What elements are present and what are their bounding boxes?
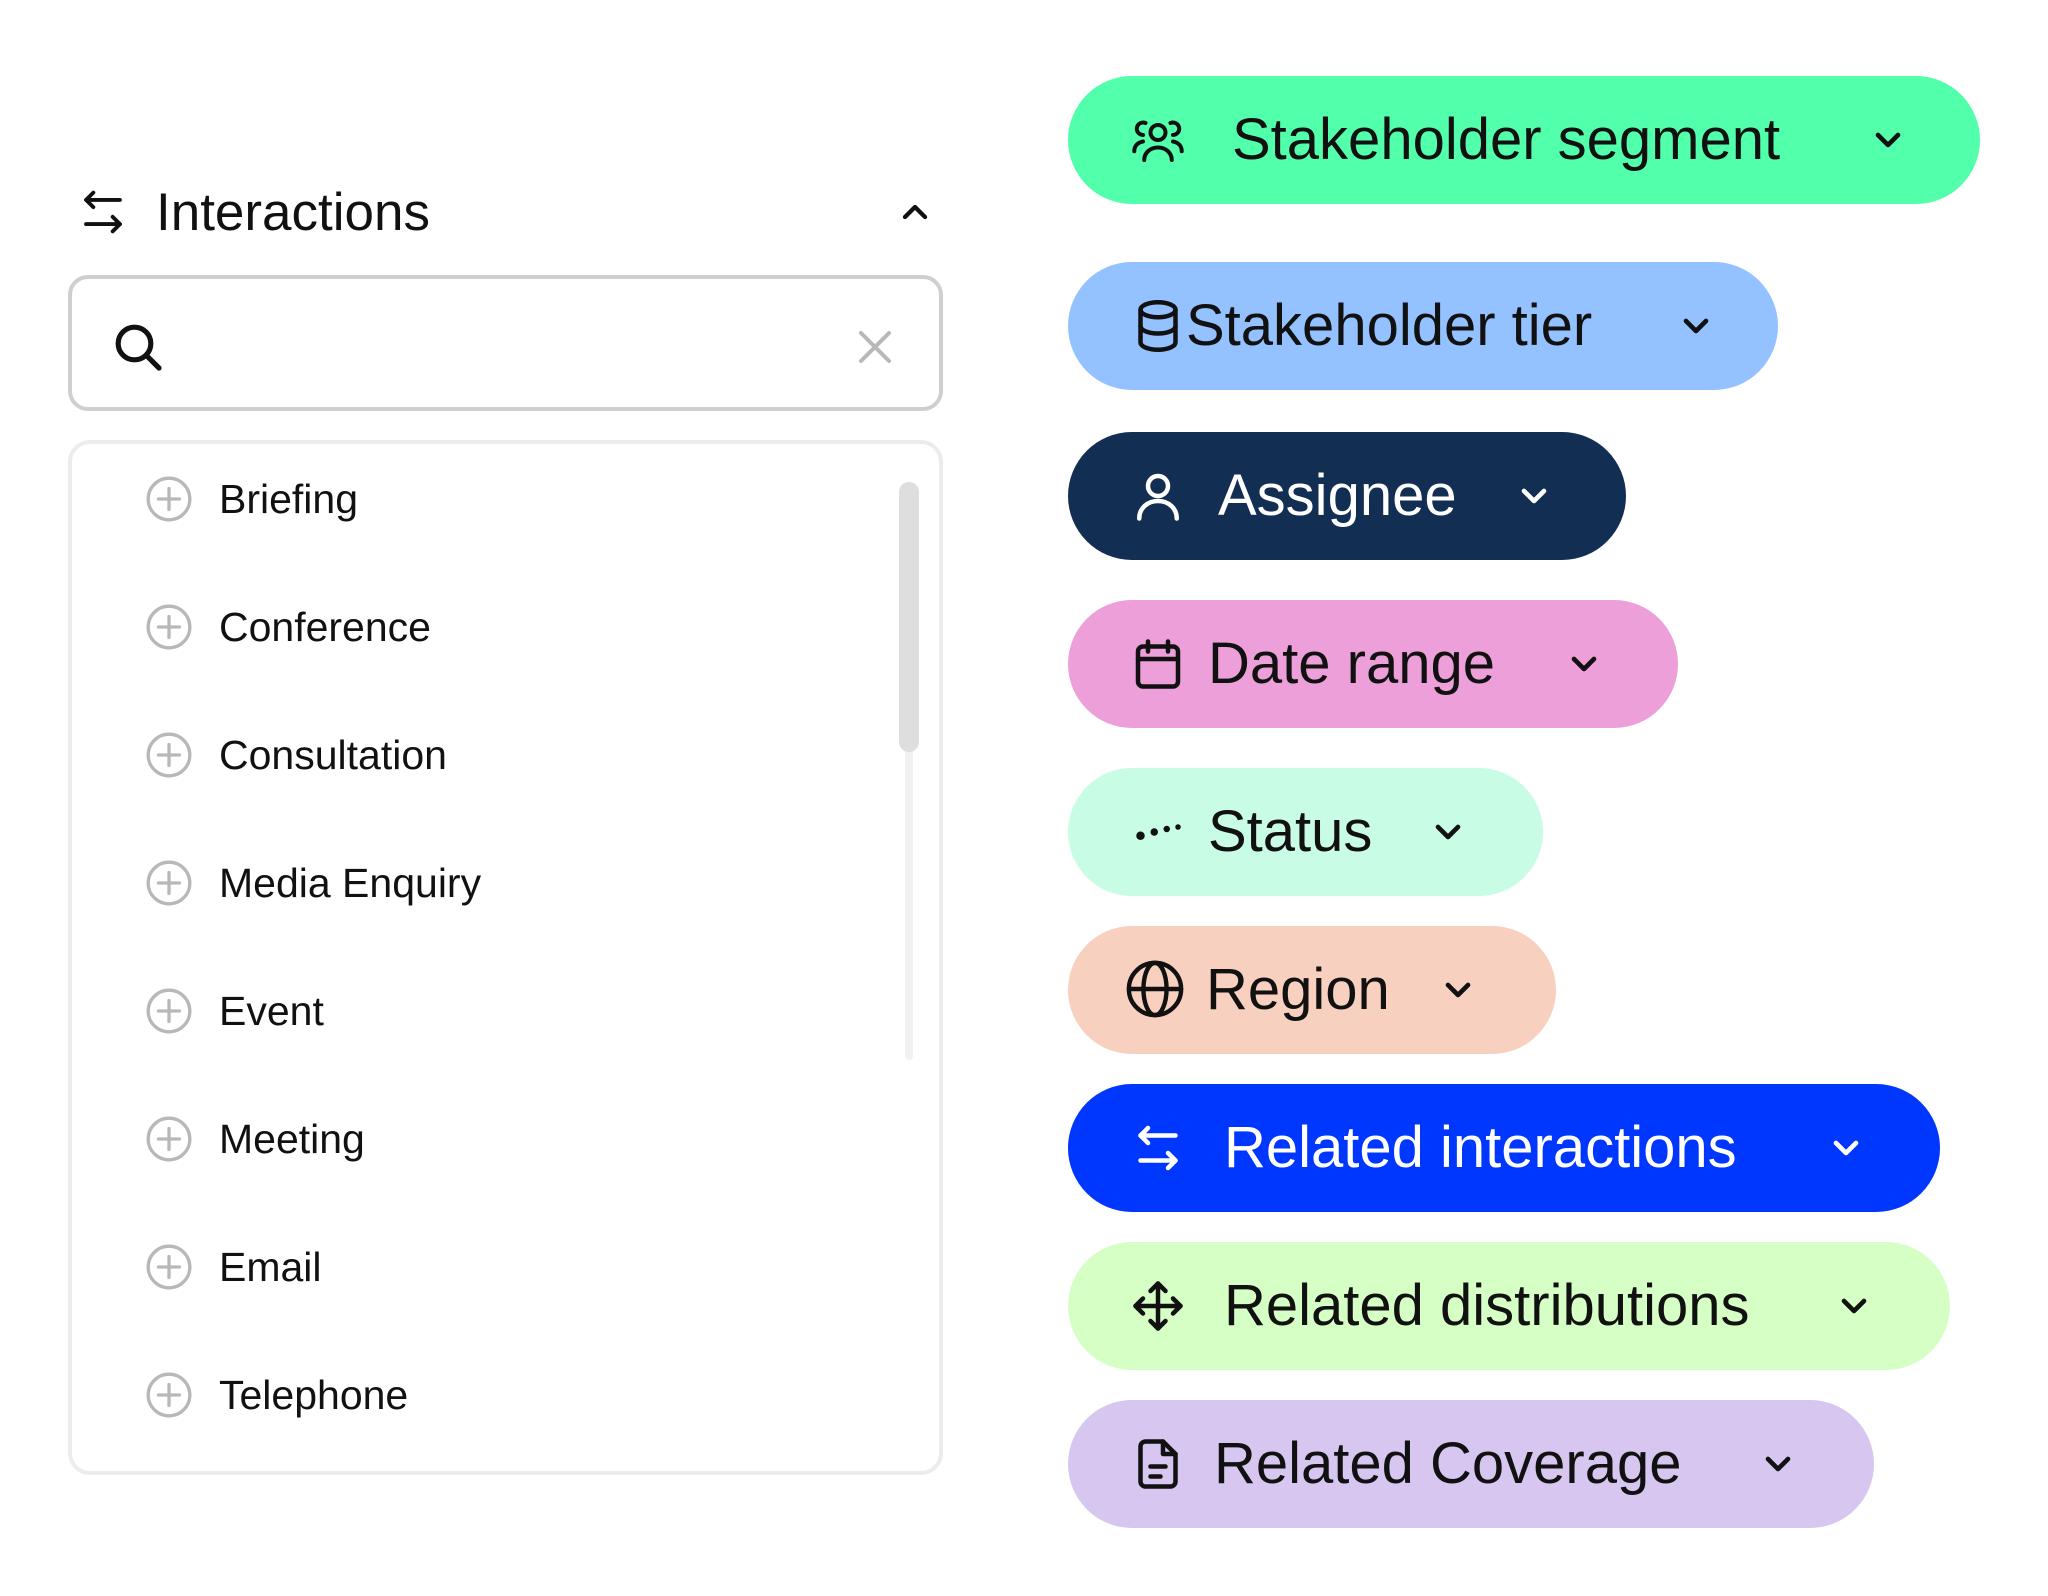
chevron-down-icon: [1683, 318, 1709, 334]
list-item-label: Event: [219, 987, 324, 1034]
list-item-label: Consultation: [219, 731, 447, 778]
plus-circle-icon: [146, 476, 192, 522]
search-icon: [115, 324, 162, 371]
search-input[interactable]: [192, 303, 796, 393]
list-item[interactable]: Consultation: [72, 700, 892, 810]
arrows-exchange-icon: [1138, 1125, 1178, 1171]
list-item-label: Briefing: [219, 475, 359, 522]
plus-circle-icon: [146, 732, 192, 778]
filter-stakeholder-tier[interactable]: Stakeholder tier: [1068, 262, 1778, 390]
list-item[interactable]: Media Enquiry: [72, 828, 892, 938]
chevron-down-icon: [1841, 1298, 1867, 1314]
filter-label: Related Coverage: [1214, 1431, 1682, 1496]
database-icon: [1138, 300, 1178, 352]
list-item-label: Meeting: [219, 1115, 365, 1162]
scrollbar-thumb[interactable]: [899, 482, 919, 752]
filter-label: Stakeholder tier: [1186, 293, 1593, 358]
list-item[interactable]: Conference: [72, 572, 892, 682]
filter-label: Assignee: [1218, 463, 1457, 528]
dots-icon: [1136, 824, 1181, 840]
plus-circle-icon: [146, 860, 192, 906]
filter-label: Related interactions: [1224, 1115, 1737, 1180]
collapse-button[interactable]: [887, 184, 943, 240]
filter-assignee[interactable]: Assignee: [1068, 432, 1626, 560]
filter-region[interactable]: Region: [1068, 926, 1556, 1054]
list-item[interactable]: Briefing: [72, 444, 892, 554]
chevron-down-icon: [1445, 982, 1471, 998]
list-item-label: Media Enquiry: [219, 859, 482, 906]
close-icon[interactable]: [851, 323, 899, 371]
filter-related-distributions[interactable]: Related distributions: [1068, 1242, 1950, 1370]
document-icon: [1138, 1439, 1178, 1489]
chevron-down-icon: [1765, 1456, 1791, 1472]
filter-related-interactions[interactable]: Related interactions: [1068, 1084, 1940, 1212]
plus-circle-icon: [146, 604, 192, 650]
calendar-icon: [1135, 639, 1181, 689]
list-item[interactable]: Email: [72, 1212, 892, 1322]
plus-circle-icon: [146, 1372, 192, 1418]
chevron-down-icon: [1571, 656, 1597, 672]
panel-header[interactable]: Interactions: [68, 172, 943, 252]
scrollbar-track[interactable]: [905, 484, 913, 1060]
filter-date-range[interactable]: Date range: [1068, 600, 1678, 728]
plus-circle-icon: [146, 1116, 192, 1162]
chevron-down-icon: [1833, 1140, 1859, 1156]
filter-label: Stakeholder segment: [1232, 107, 1781, 172]
user-icon: [1137, 473, 1179, 521]
filter-label: Region: [1206, 957, 1390, 1022]
list-item-label: Conference: [219, 603, 431, 650]
chevron-down-icon: [1875, 132, 1901, 148]
search-box: [68, 275, 943, 411]
filter-label: Related distributions: [1224, 1273, 1750, 1338]
list-item[interactable]: Meeting: [72, 1084, 892, 1194]
list-item-label: Email: [219, 1243, 322, 1290]
chevron-down-icon: [1521, 488, 1547, 504]
globe-icon: [1126, 960, 1184, 1018]
plus-circle-icon: [146, 988, 192, 1034]
filter-label: Date range: [1208, 631, 1495, 696]
list-item[interactable]: Telephone: [72, 1340, 892, 1450]
filter-stakeholder-segment[interactable]: Stakeholder segment: [1068, 76, 1980, 204]
chevron-down-icon: [1435, 824, 1461, 840]
list-item-label: Telephone: [219, 1371, 409, 1418]
plus-circle-icon: [146, 1244, 192, 1290]
panel-title: Interactions: [156, 182, 430, 242]
list-item[interactable]: Event: [72, 956, 892, 1066]
move-arrows-icon: [1133, 1281, 1183, 1331]
arrows-exchange-icon: [84, 190, 122, 234]
filter-related-coverage[interactable]: Related Coverage: [1068, 1400, 1874, 1528]
users-group-icon: [1132, 120, 1184, 162]
filter-status[interactable]: Status: [1068, 768, 1543, 896]
interaction-type-list: Briefing Conference Consultation Media E…: [68, 440, 943, 1475]
chevron-up-icon: [902, 204, 928, 220]
filter-label: Status: [1208, 799, 1373, 864]
